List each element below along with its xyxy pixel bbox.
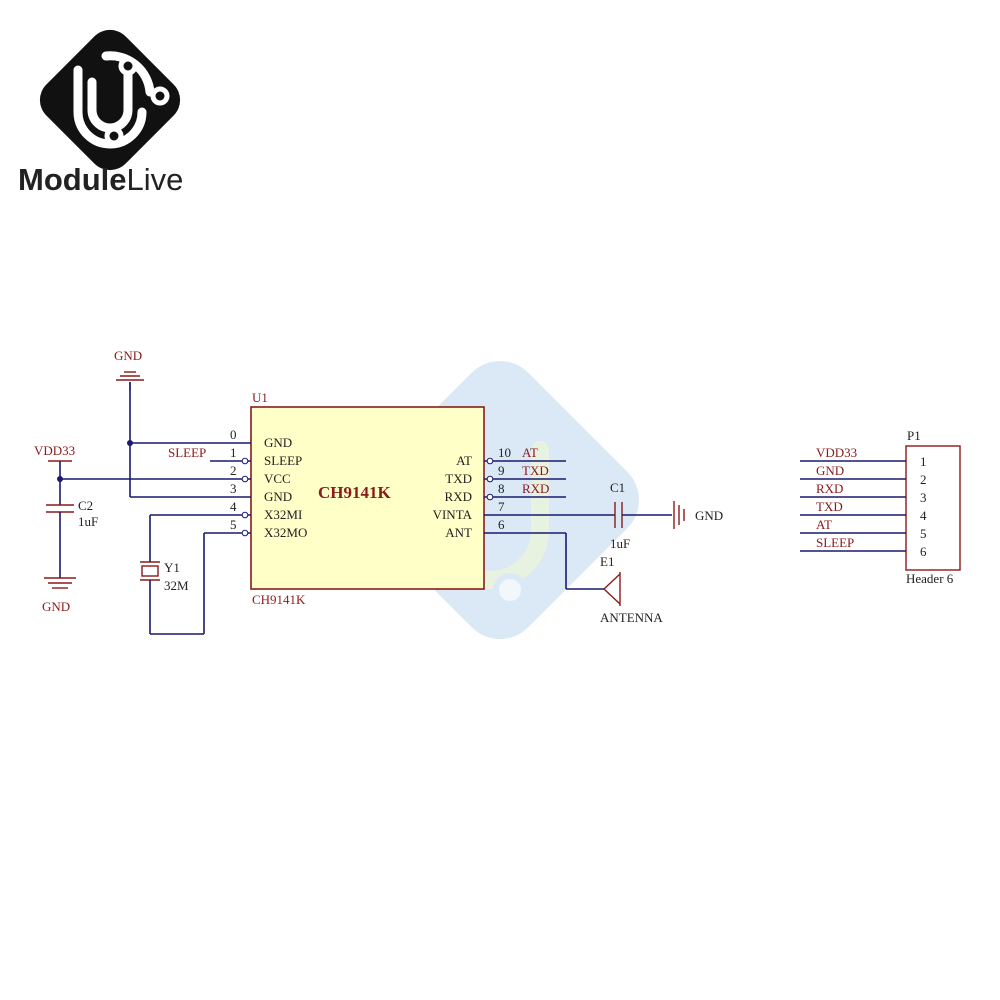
- p1-net-1: VDD33: [816, 445, 857, 460]
- gnd-bottom-symbol: [44, 577, 76, 589]
- u1-pin-name-7: VINTA: [433, 507, 473, 522]
- p1-pin-num-1: 1: [920, 454, 927, 469]
- u1-pin-name-3: GND: [264, 489, 292, 504]
- e1-ref: E1: [600, 554, 614, 569]
- net-label-at: AT: [522, 445, 538, 460]
- brand-bold: Module: [18, 162, 127, 197]
- e1-value: ANTENNA: [600, 610, 663, 625]
- u1-name: CH9141K: [318, 483, 392, 502]
- u1-pin-num-1: 1: [230, 445, 237, 460]
- p1-net-2: GND: [816, 463, 844, 478]
- c2-ref: C2: [78, 498, 93, 513]
- u1-pin-name-10: AT: [456, 453, 472, 468]
- p1-pin-num-5: 5: [920, 526, 927, 541]
- e1-antenna: [565, 533, 621, 606]
- y1-value: 32M: [164, 578, 189, 593]
- u1-footer: CH9141K: [252, 592, 306, 607]
- p1-net-3: RXD: [816, 481, 843, 496]
- p1-pin-num-6: 6: [920, 544, 927, 559]
- u1-pin-name-9: TXD: [445, 471, 472, 486]
- u1-pin-num-7: 7: [498, 499, 505, 514]
- u1-pin-name-4: X32MI: [264, 507, 302, 522]
- p1-net-6: SLEEP: [816, 535, 854, 550]
- net-label-sleep: SLEEP: [168, 445, 206, 460]
- net-label-rxd: RXD: [522, 481, 549, 496]
- p1-pin-num-4: 4: [920, 508, 927, 523]
- u1-pin-num-5: 5: [230, 517, 237, 532]
- gnd-right-label: GND: [695, 508, 723, 523]
- u1-pin-name-6: ANT: [445, 525, 472, 540]
- c1-capacitor: [614, 502, 672, 528]
- u1-pin-num-6: 6: [498, 517, 505, 532]
- u1-pin-name-0: GND: [264, 435, 292, 450]
- u1-pin-name-5: X32MO: [264, 525, 307, 540]
- p1-pin-num-3: 3: [920, 490, 927, 505]
- p1-body: [905, 445, 961, 571]
- p1-net-4: TXD: [816, 499, 843, 514]
- u1-ref: U1: [252, 390, 268, 405]
- u1-pin-num-3: 3: [230, 481, 237, 496]
- gnd-bottom-label: GND: [42, 599, 70, 614]
- u1-pin-name-1: SLEEP: [264, 453, 302, 468]
- net-label-txd: TXD: [522, 463, 549, 478]
- gnd-right-symbol: [673, 501, 685, 529]
- gnd-top-label: GND: [114, 348, 142, 363]
- y1-crystal: [140, 515, 205, 635]
- p1-pin-num-2: 2: [920, 472, 927, 487]
- p1-net-5: AT: [816, 517, 832, 532]
- brand-light: Live: [126, 162, 184, 197]
- u1-pin-name-2: VCC: [264, 471, 291, 486]
- module-live-logo: [39, 29, 181, 171]
- u1-pin-num-0: 0: [230, 427, 237, 442]
- c2-capacitor: [46, 504, 74, 578]
- p1-footer: Header 6: [906, 571, 954, 586]
- c1-ref: C1: [610, 480, 625, 495]
- c2-value: 1uF: [78, 514, 98, 529]
- u1-pin-num-4: 4: [230, 499, 237, 514]
- vdd-label: VDD33: [34, 443, 75, 458]
- p1-ref: P1: [907, 428, 921, 443]
- u1-pin-name-8: RXD: [445, 489, 472, 504]
- u1-pin-num-8: 8: [498, 481, 505, 496]
- brand-name: ModuleLive: [18, 162, 183, 198]
- u1-pin-num-2: 2: [230, 463, 237, 478]
- c1-value: 1uF: [610, 536, 630, 551]
- u1-pin-num-10: 10: [498, 445, 511, 460]
- y1-ref: Y1: [164, 560, 180, 575]
- u1-body: [250, 406, 485, 590]
- u1-pin-num-9: 9: [498, 463, 505, 478]
- gnd-top-symbol: [116, 371, 144, 497]
